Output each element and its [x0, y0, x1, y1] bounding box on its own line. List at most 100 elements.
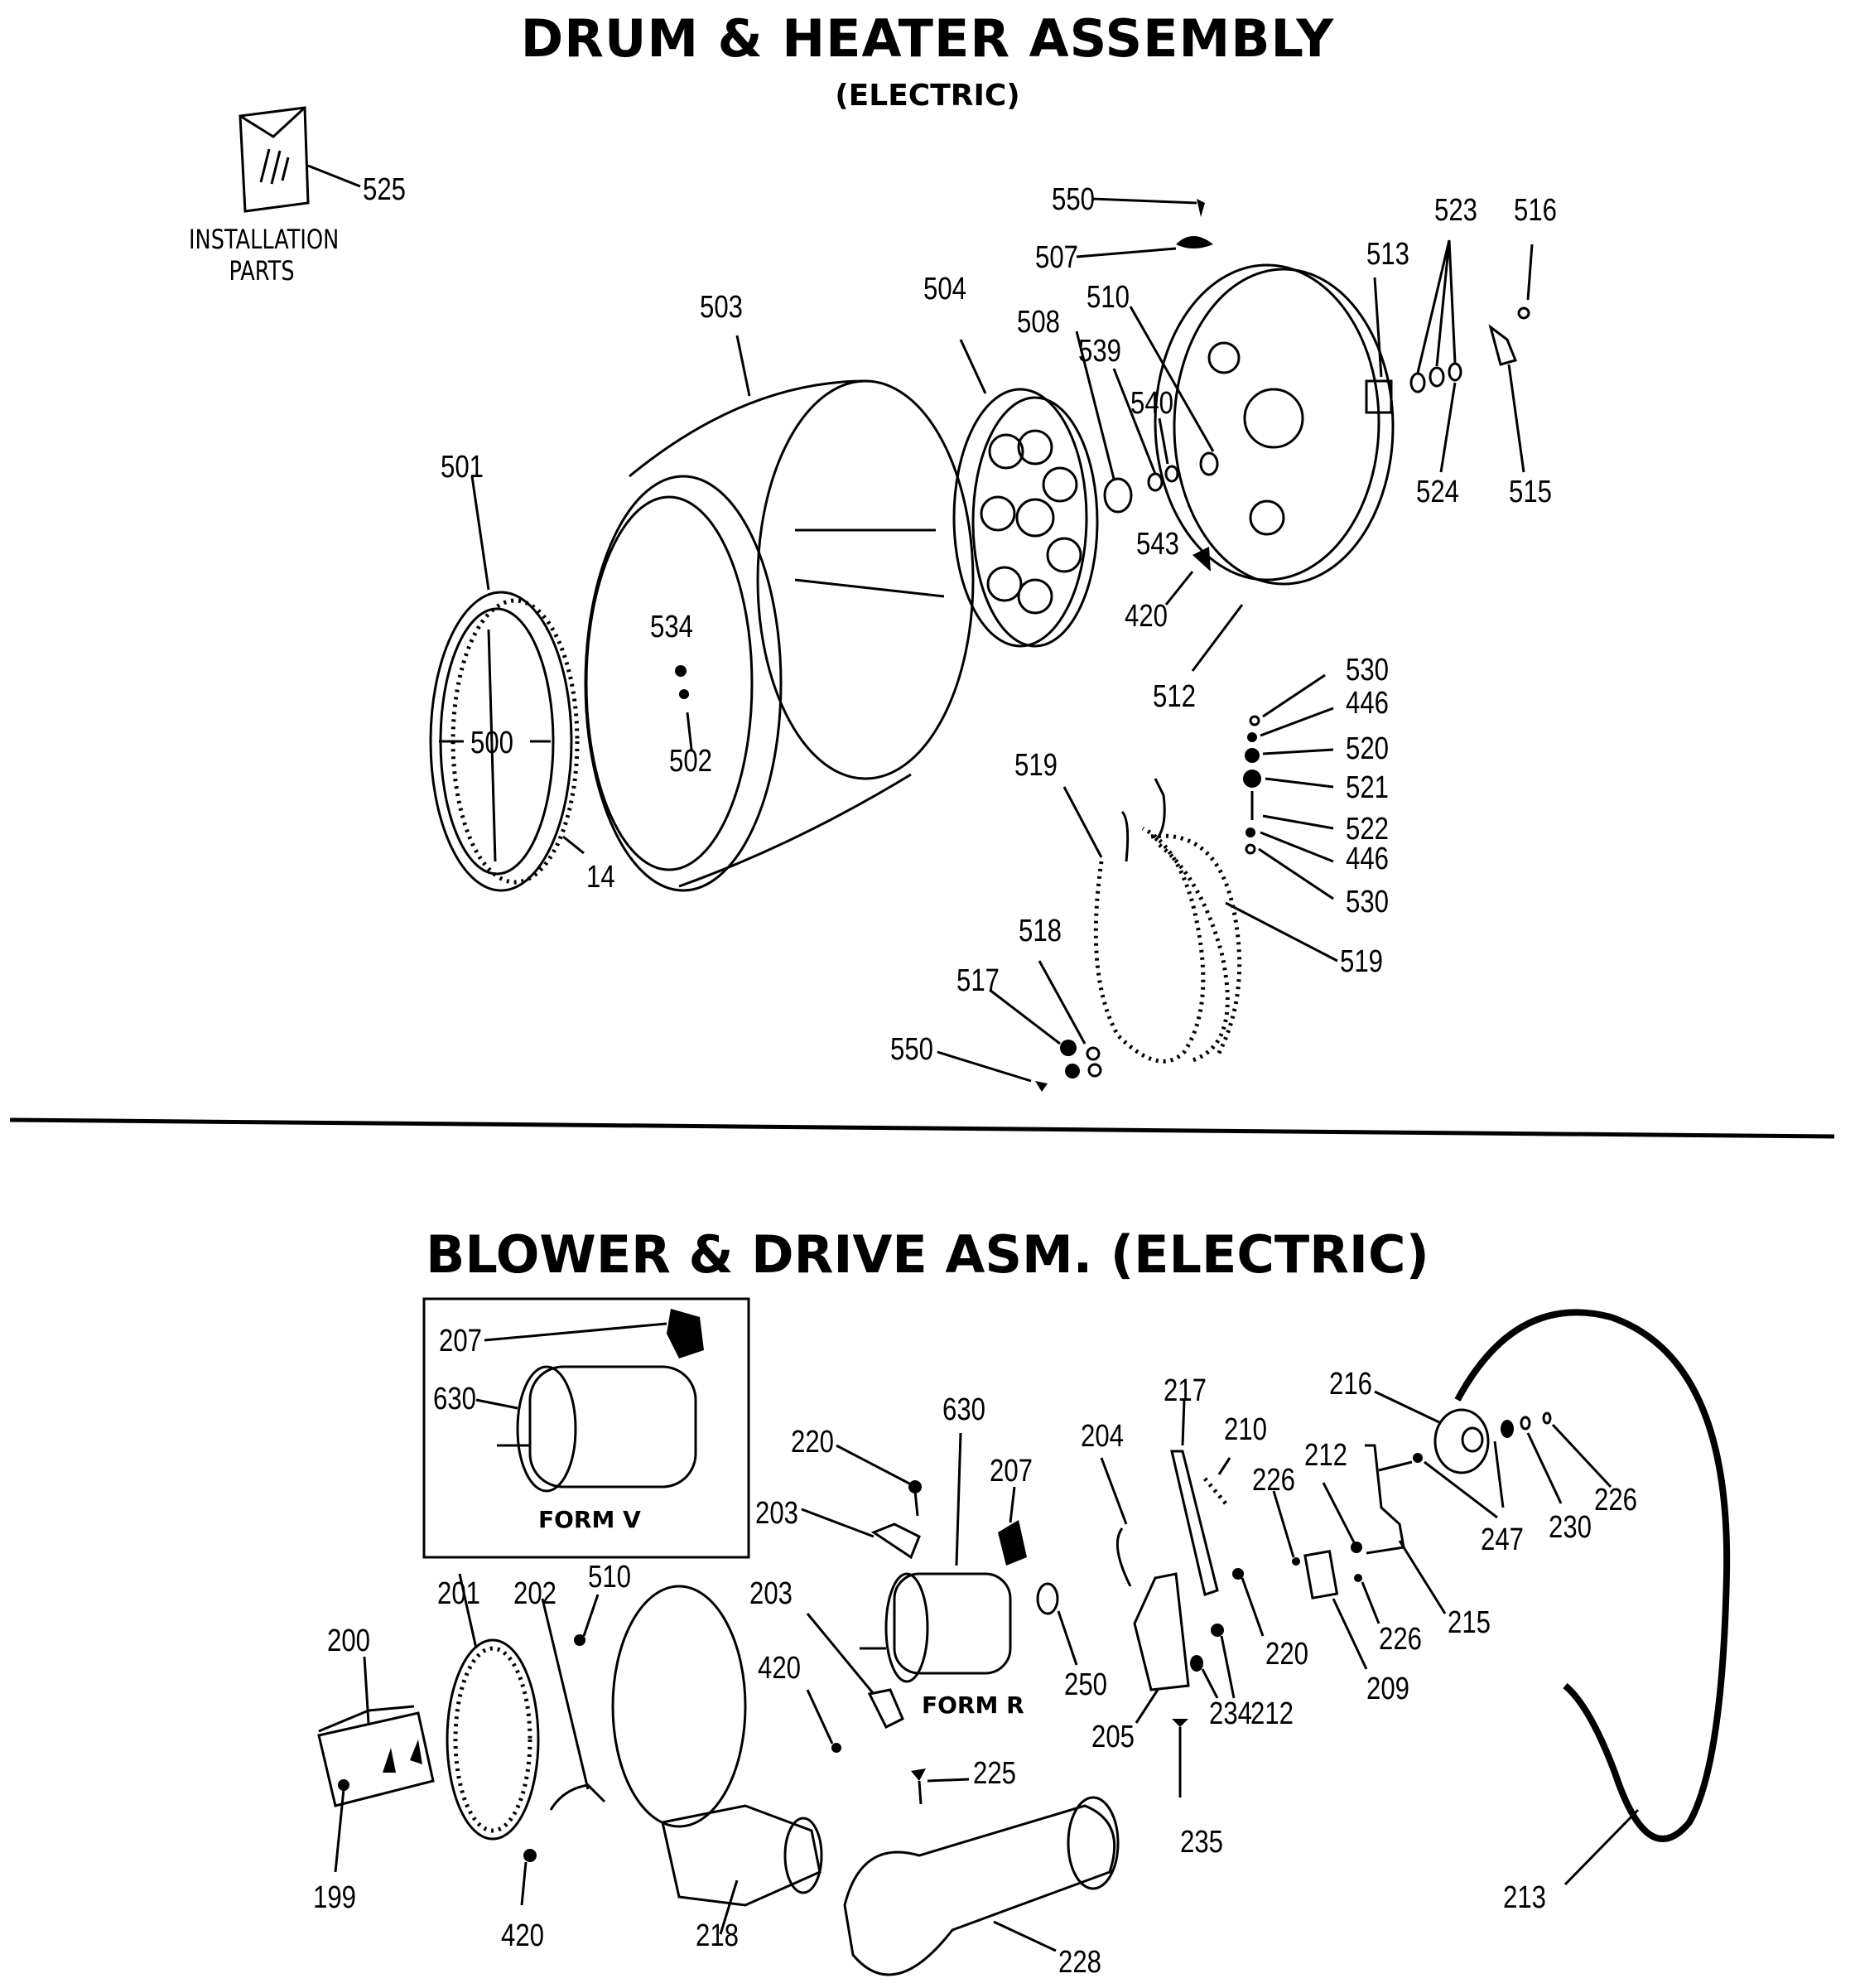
part-label-519-right: 519 [1340, 944, 1383, 979]
part-label-446-lower: 446 [1346, 842, 1389, 876]
part-label-210: 210 [1224, 1412, 1267, 1447]
part-label-420-motor: 420 [758, 1651, 801, 1686]
part-label-212-lower: 212 [1250, 1696, 1294, 1731]
part-label-507: 507 [1035, 240, 1078, 275]
blower-bracket [317, 1656, 435, 1873]
part-label-220: 220 [791, 1425, 834, 1460]
part-label-515: 515 [1509, 475, 1552, 509]
part-label-512: 512 [1153, 679, 1196, 714]
part-label-205: 205 [1091, 1720, 1135, 1754]
part-label-216: 216 [1329, 1367, 1372, 1402]
part-label-530: 530 [1346, 653, 1389, 688]
blower-clip [541, 1598, 606, 1811]
part-label-215: 215 [1448, 1605, 1491, 1640]
part-label-521: 521 [1346, 770, 1389, 805]
part-label-213: 213 [1503, 1880, 1546, 1915]
part-label-516: 516 [1514, 193, 1557, 228]
part-label-446: 446 [1346, 686, 1389, 721]
part-label-226: 226 [1252, 1463, 1295, 1498]
heater-coils [1062, 778, 1338, 1064]
installation-envelope-icon [238, 106, 361, 213]
heater-bulkhead [952, 339, 1099, 648]
part-label-209: 209 [1366, 1672, 1409, 1706]
part-label-502: 502 [669, 744, 712, 779]
part-label-534: 534 [650, 610, 693, 644]
part-label-218: 218 [696, 1918, 739, 1953]
part-label-420-blower: 420 [501, 1918, 544, 1953]
blower-drive-title: BLOWER & DRIVE ASM. (ELECTRIC) [426, 1224, 1429, 1285]
part-label-212: 212 [1304, 1438, 1347, 1473]
part-label-207: 207 [439, 1324, 482, 1358]
part-label-207-form-r: 207 [990, 1454, 1033, 1489]
part-label-203: 203 [755, 1496, 798, 1531]
part-label-230: 230 [1549, 1510, 1592, 1545]
part-label-543: 543 [1136, 527, 1179, 562]
part-label-226-lower: 226 [1379, 1622, 1422, 1657]
part-label-519: 519 [1014, 748, 1058, 783]
drum-heater-title: DRUM & HEATER ASSEMBLY [520, 8, 1335, 69]
motor-mount-hardware [574, 1444, 1078, 1753]
drum [584, 335, 975, 892]
part-label-420: 420 [1125, 599, 1168, 634]
part-label-235: 235 [1180, 1825, 1223, 1860]
blower-wheel [446, 1573, 540, 1906]
part-label-518: 518 [1019, 914, 1062, 948]
section-divider [9, 1117, 1835, 1139]
part-label-510: 510 [1086, 280, 1130, 315]
blower-housing [611, 1585, 823, 1935]
motor-form-v [475, 1309, 704, 1493]
part-label-504: 504 [923, 272, 966, 306]
part-label-250: 250 [1064, 1667, 1107, 1702]
part-label-204: 204 [1081, 1419, 1124, 1454]
part-label-520: 520 [1346, 731, 1389, 766]
part-label-522: 522 [1346, 812, 1389, 847]
part-label-550-lower: 550 [890, 1032, 933, 1067]
part-label-524: 524 [1416, 475, 1459, 509]
form-v-label: FORM V [538, 1506, 641, 1533]
part-label-630-form-r: 630 [942, 1392, 985, 1427]
part-label-508: 508 [1017, 305, 1060, 340]
part-label-530-lower: 530 [1346, 885, 1389, 919]
terminal-hardware-stack [1243, 673, 1334, 900]
installation-parts-label: INSTALLATION PARTS [189, 224, 340, 287]
installation-line2: PARTS [229, 255, 295, 287]
part-label-225: 225 [973, 1756, 1016, 1791]
idler-assembly [1100, 1399, 1265, 1797]
pulley-hardware [1272, 1390, 1612, 1670]
part-label-550: 550 [1052, 182, 1095, 217]
part-label-517: 517 [956, 963, 1000, 998]
duct-screw [911, 1768, 970, 1805]
drive-belt [1454, 1309, 1731, 1886]
drum-heater-subtitle: (ELECTRIC) [835, 79, 1020, 113]
part-label-513: 513 [1366, 237, 1409, 272]
part-label-525: 525 [363, 172, 406, 207]
form-r-label: FORM R [922, 1691, 1024, 1719]
part-label-234: 234 [1209, 1696, 1252, 1731]
rear-drum-panel [1154, 263, 1395, 672]
form-v-inset-box [422, 1297, 750, 1559]
rear-panel-bracket [1076, 197, 1213, 258]
part-label-540: 540 [1130, 386, 1173, 421]
motor-form-r [860, 1432, 1027, 1683]
installation-line1: INSTALLATION [189, 224, 340, 255]
rear-bearing-hardware [1365, 239, 1534, 473]
part-label-217: 217 [1164, 1373, 1207, 1408]
part-label-203-lower: 203 [749, 1576, 793, 1611]
part-label-14: 14 [586, 860, 615, 895]
part-label-500: 500 [470, 726, 513, 760]
part-label-200: 200 [327, 1624, 370, 1658]
part-label-220-lower: 220 [1265, 1637, 1308, 1672]
part-label-247: 247 [1481, 1522, 1524, 1557]
part-label-510-blower: 510 [588, 1560, 631, 1595]
part-label-523: 523 [1434, 193, 1477, 228]
bearing-parts [1075, 306, 1219, 606]
part-label-201: 201 [437, 1576, 480, 1611]
part-label-228: 228 [1058, 1945, 1101, 1980]
part-label-539: 539 [1078, 334, 1121, 369]
coil-clip-parts [937, 960, 1102, 1092]
part-label-226-right: 226 [1594, 1483, 1637, 1518]
drum-front-seal-ring [429, 475, 585, 892]
exhaust-duct [843, 1796, 1120, 1976]
